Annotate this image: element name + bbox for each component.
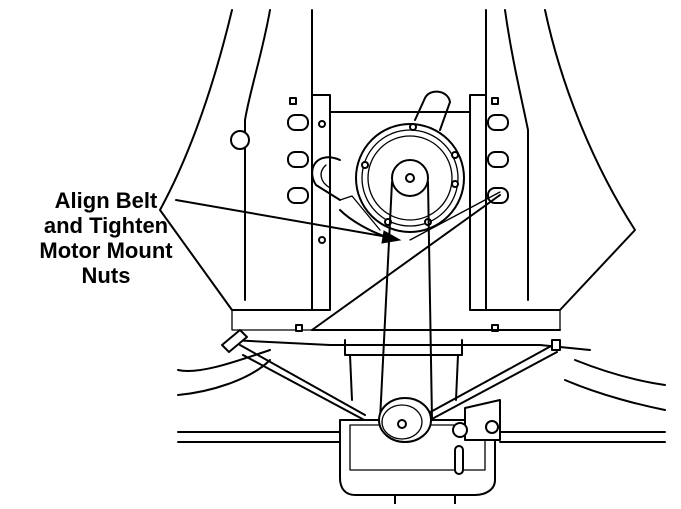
- lower-pulley-assembly: [339, 397, 501, 505]
- callout-line-2: and Tighten: [43, 213, 169, 238]
- left-slot-marker-top: [289, 97, 297, 105]
- callout-line-3: Motor Mount: [39, 238, 173, 263]
- right-cabinet-panel: [485, 9, 636, 332]
- callout-label: Align Belt and Tighten Motor Mount Nuts: [6, 188, 206, 288]
- left-panel-screw-bottom: [318, 236, 326, 244]
- left-slot-2: [287, 151, 309, 168]
- left-mounting-bracket: [287, 94, 331, 311]
- left-slot-3: [287, 187, 309, 204]
- right-rod-end: [551, 339, 561, 351]
- motor-mount-nut-1: [452, 422, 468, 438]
- left-panel-screw-top: [318, 120, 326, 128]
- left-panel-hole: [230, 130, 250, 150]
- left-slot-marker-bottom: [295, 324, 303, 332]
- right-slot-marker-top: [491, 97, 499, 105]
- callout-leader-arrow: [175, 199, 402, 244]
- left-rod-handle: [221, 329, 248, 353]
- left-slot-1: [287, 114, 309, 131]
- motor: [355, 90, 465, 233]
- pulley-tray: [339, 419, 496, 496]
- right-slot-1: [487, 114, 509, 131]
- motor-mount-nut-2: [485, 420, 499, 434]
- motor-mount-plate: [311, 111, 561, 331]
- drive-belt: [379, 181, 433, 421]
- right-slot-2: [487, 151, 509, 168]
- left-cabinet-panel: [159, 9, 326, 332]
- tray-slot: [454, 445, 464, 475]
- callout-line-1: Align Belt: [54, 188, 158, 213]
- callout-line-4: Nuts: [81, 263, 131, 288]
- motor-mount-nut-bracket: [464, 399, 501, 441]
- lower-pulley-shaft: [397, 419, 407, 429]
- tie-rods: [221, 329, 561, 423]
- motor-shaft: [405, 173, 415, 183]
